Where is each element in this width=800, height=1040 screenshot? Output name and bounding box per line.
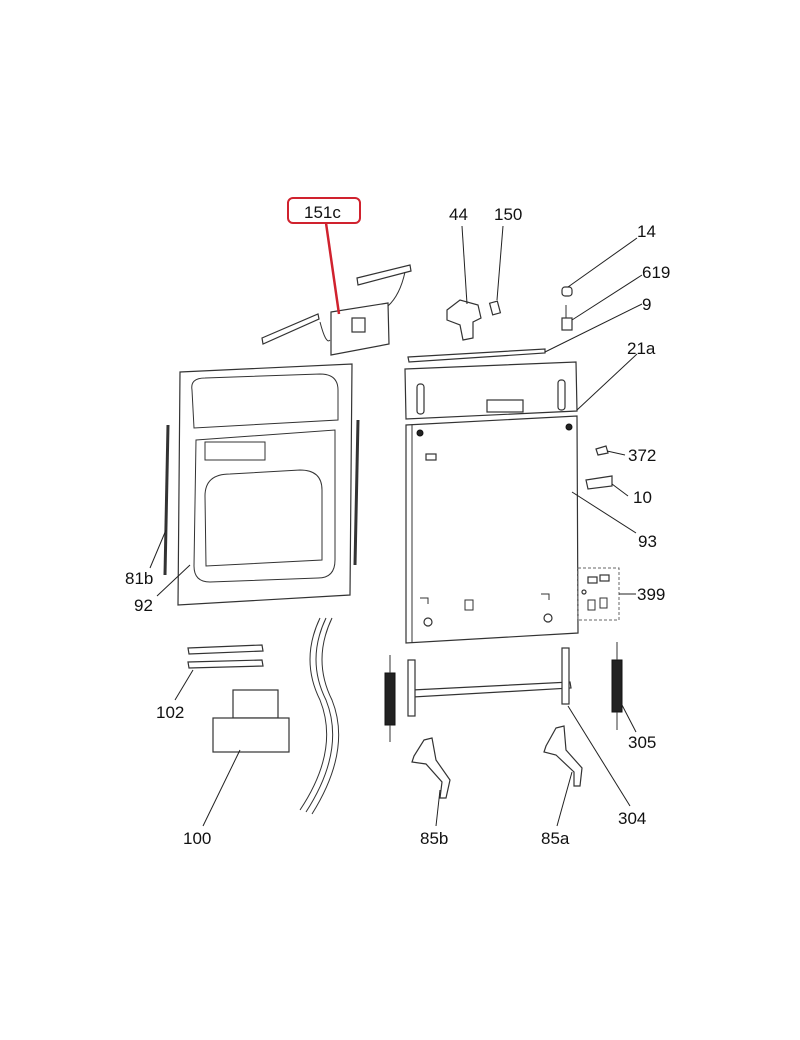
part-619-switch[interactable] — [561, 305, 573, 331]
part-14-knob[interactable] — [561, 286, 573, 297]
part-399-fixing-kit[interactable] — [577, 567, 620, 621]
part-21a-control-panel[interactable] — [404, 361, 578, 420]
label-9[interactable]: 9 — [642, 295, 651, 314]
label-619[interactable]: 619 — [642, 263, 670, 282]
label-14[interactable]: 14 — [637, 222, 656, 241]
label-44[interactable]: 44 — [449, 205, 468, 224]
part-93-outer-door[interactable] — [405, 415, 579, 644]
label-150[interactable]: 150 — [494, 205, 522, 224]
part-372-clip[interactable] — [595, 445, 609, 456]
part-81b-side-seal[interactable] — [163, 419, 360, 576]
label-81b[interactable]: 81b — [125, 569, 153, 588]
label-93[interactable]: 93 — [638, 532, 657, 551]
label-304[interactable]: 304 — [618, 809, 646, 828]
label-305[interactable]: 305 — [628, 733, 656, 752]
part-85a-hinge[interactable] — [543, 725, 583, 787]
part-9-panel-strip[interactable] — [407, 348, 546, 363]
label-85a[interactable]: 85a — [541, 829, 570, 848]
part-85b-hinge[interactable] — [411, 737, 451, 799]
highlight-box-151c — [287, 197, 361, 224]
leader-lines — [149, 222, 643, 827]
part-100-dispenser[interactable] — [212, 689, 290, 753]
label-100[interactable]: 100 — [183, 829, 211, 848]
label-92[interactable]: 92 — [134, 596, 153, 615]
label-21a[interactable]: 21a — [627, 339, 656, 358]
label-10[interactable]: 10 — [633, 488, 652, 507]
part-151c-control-board[interactable] — [261, 264, 412, 356]
label-399[interactable]: 399 — [637, 585, 665, 604]
part-44-door-lock[interactable] — [446, 299, 482, 341]
part-10-handle[interactable] — [585, 475, 613, 490]
label-102[interactable]: 102 — [156, 703, 184, 722]
part-102-seal-plate[interactable] — [187, 644, 264, 669]
label-85b[interactable]: 85b — [420, 829, 448, 848]
part-305-spring[interactable] — [384, 642, 623, 742]
label-151c[interactable]: 151c — [304, 203, 341, 222]
part-150-switch[interactable] — [488, 300, 502, 316]
label-372[interactable]: 372 — [628, 446, 656, 465]
part-304-hinge-bar[interactable] — [407, 647, 572, 717]
part-92-inner-door[interactable] — [177, 363, 353, 606]
drain-hose — [299, 617, 340, 815]
